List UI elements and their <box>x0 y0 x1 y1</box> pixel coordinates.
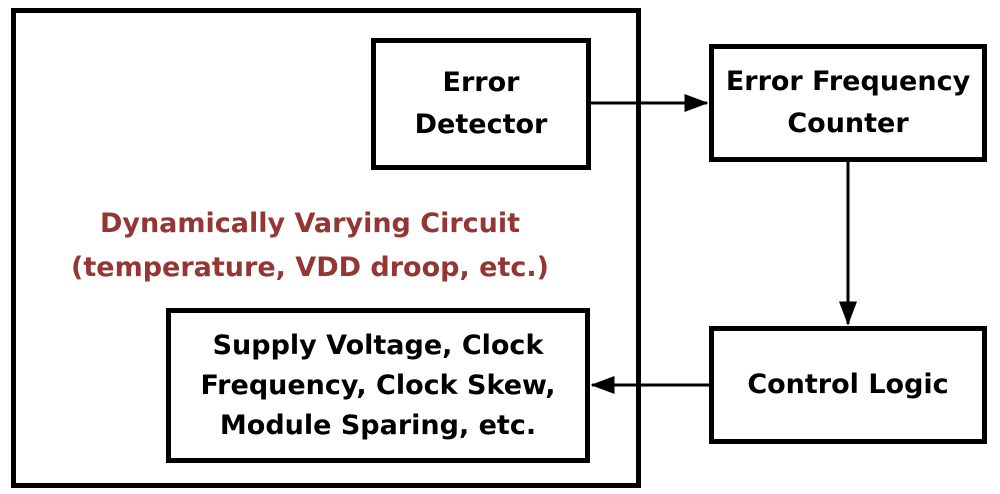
adjustments-block: Supply Voltage, Clock Frequency, Clock S… <box>166 308 590 463</box>
error-frequency-counter-line-1: Error Frequency <box>725 66 971 97</box>
circuit-caption-line-1: Dynamically Varying Circuit <box>99 208 521 239</box>
adjustments-line-1: Supply Voltage, Clock <box>212 329 544 361</box>
circuit-caption-line-2: (temperature, VDD droop, etc.) <box>71 252 549 283</box>
adjustments-label: Supply Voltage, Clock Frequency, Clock S… <box>171 313 585 458</box>
error-frequency-counter-label: Error Frequency Counter <box>714 49 982 157</box>
error-detector-block: Error Detector <box>371 38 591 170</box>
error-frequency-counter-line-2: Counter <box>787 108 909 139</box>
control-logic-line-1: Control Logic <box>747 369 949 400</box>
error-frequency-counter-block: Error Frequency Counter <box>709 44 987 162</box>
adjustments-line-3: Module Sparing, etc. <box>219 409 537 441</box>
error-detector-label: Error Detector <box>376 43 586 165</box>
adjustments-line-2: Frequency, Clock Skew, <box>200 369 556 401</box>
error-detector-line-2: Detector <box>414 109 548 140</box>
control-logic-label: Control Logic <box>714 331 982 439</box>
error-detector-line-1: Error <box>442 67 520 98</box>
circuit-caption: Dynamically Varying Circuit (temperature… <box>30 196 590 296</box>
control-logic-block: Control Logic <box>709 326 987 444</box>
